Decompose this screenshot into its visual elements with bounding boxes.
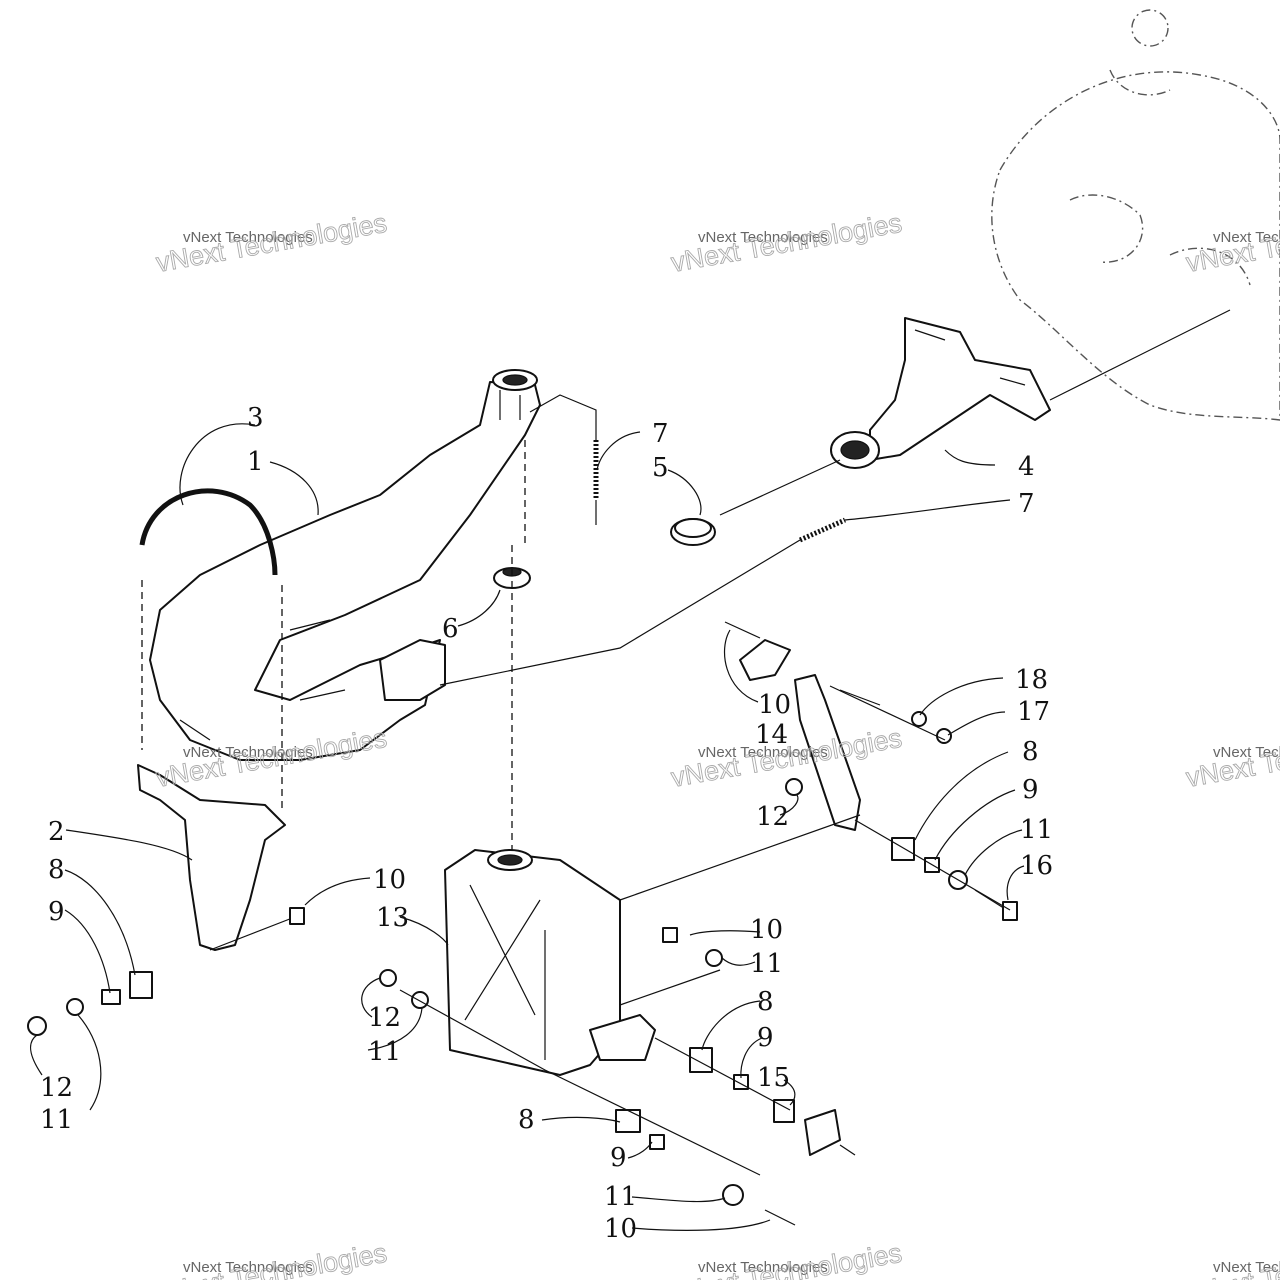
callout-11-left: 11 — [40, 1105, 73, 1135]
engine-outline — [991, 9, 1280, 421]
callout-8-left: 8 — [48, 855, 65, 885]
svg-text:vNext Technologies: vNext Technologies — [1213, 1259, 1280, 1276]
callout-11-box-left: 11 — [368, 1037, 401, 1067]
svg-text:vNext Technologies: vNext Technologies — [183, 229, 313, 246]
watermark-1: vNext Technologies vNext Technologies — [153, 207, 389, 278]
callout-9-right: 9 — [1022, 775, 1039, 805]
hardware — [27, 440, 1018, 1226]
svg-text:vNext Technologies: vNext Technologies — [1184, 723, 1280, 793]
svg-text:vNext Technologies: vNext Technologies — [183, 1259, 313, 1276]
callout-1: 1 — [247, 447, 264, 477]
callout-9-box: 9 — [757, 1023, 774, 1053]
watermark-2: vNext Technologies vNext Technologies — [668, 207, 904, 278]
svg-text:vNext Technologies: vNext Technologies — [1213, 229, 1280, 246]
callout-12-arm: 12 — [756, 802, 789, 832]
callout-5: 5 — [652, 453, 669, 483]
exhaust-manifold — [830, 317, 1051, 469]
callout-11-box: 11 — [750, 949, 783, 979]
watermark-9: vNext Technologies vNext Technologies — [1183, 1237, 1280, 1280]
callout-8-bottom: 8 — [518, 1105, 535, 1135]
callout-16: 16 — [1020, 851, 1053, 881]
svg-text:vNext Technologies: vNext Technologies — [183, 744, 313, 761]
muffler-bracket — [137, 764, 286, 951]
watermarks: vNext Technologies vNext Technologies vN… — [153, 207, 1280, 1280]
callout-15: 15 — [757, 1063, 790, 1093]
callout-10-bottom: 10 — [604, 1214, 637, 1244]
callout-9-left: 9 — [48, 897, 65, 927]
callout-10-left: 10 — [373, 865, 406, 895]
callout-8-box: 8 — [757, 987, 774, 1017]
hanger-arm — [739, 639, 861, 831]
callout-13: 13 — [376, 903, 409, 933]
callout-11-bottom: 11 — [604, 1182, 637, 1212]
callout-labels: 3 1 7 5 4 7 6 10 14 18 17 8 9 12 11 16 2… — [40, 403, 1053, 1244]
callout-7-top: 7 — [652, 419, 669, 449]
watermark-3: vNext Technologies vNext Technologies — [1183, 207, 1280, 278]
callout-9-bottom: 9 — [610, 1143, 627, 1173]
svg-text:vNext Technologies: vNext Technologies — [698, 744, 828, 761]
callout-11-right: 11 — [1020, 815, 1053, 845]
callout-3: 3 — [247, 403, 264, 433]
svg-text:vNext Technologies: vNext Technologies — [669, 208, 904, 278]
callout-8-right: 8 — [1022, 737, 1039, 767]
callout-7-right: 7 — [1018, 489, 1035, 519]
svg-text:vNext Technologies: vNext Technologies — [154, 208, 389, 278]
svg-text:vNext Technologies: vNext Technologies — [698, 1259, 828, 1276]
leader-lines — [29, 423, 1025, 1231]
svg-text:vNext Technologies: vNext Technologies — [698, 229, 828, 246]
callout-2: 2 — [48, 817, 65, 847]
svg-text:vNext Technologies: vNext Technologies — [1213, 744, 1280, 761]
watermark-7: vNext Technologies vNext Technologies — [153, 1237, 389, 1280]
watermark-6: vNext Technologies vNext Technologies — [1183, 722, 1280, 793]
callout-10-box: 10 — [750, 915, 783, 945]
callout-17: 17 — [1017, 697, 1050, 727]
callout-18: 18 — [1015, 665, 1048, 695]
expansion-chamber — [149, 369, 541, 761]
resonator-box — [444, 849, 656, 1076]
assembly-lines — [141, 309, 1231, 1176]
strap-spring — [139, 488, 278, 576]
callout-6: 6 — [442, 614, 459, 644]
callout-12-box: 12 — [368, 1003, 401, 1033]
callout-4: 4 — [1018, 452, 1035, 482]
callout-10-arm: 10 — [758, 690, 791, 720]
callout-14: 14 — [755, 720, 788, 750]
callout-12-left: 12 — [40, 1073, 73, 1103]
watermark-8: vNext Technologies vNext Technologies — [668, 1237, 904, 1280]
svg-text:vNext Technologies: vNext Technologies — [1184, 208, 1280, 278]
